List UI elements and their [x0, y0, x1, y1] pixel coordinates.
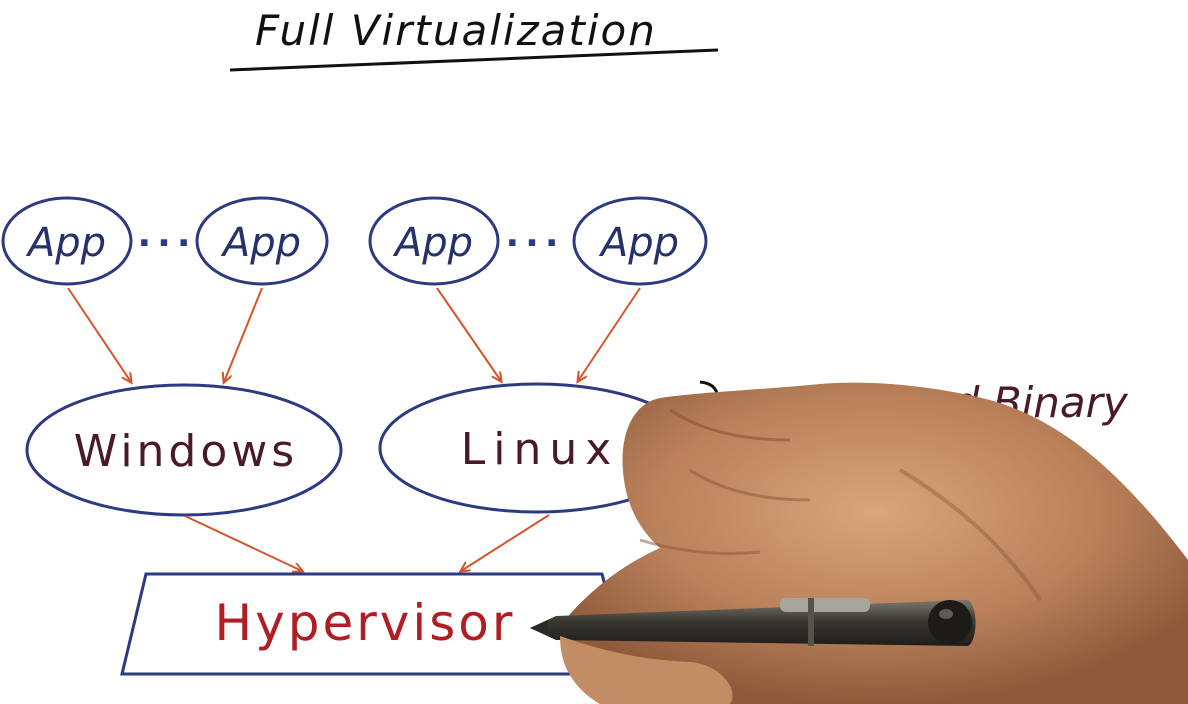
app-label: App — [25, 220, 106, 266]
title-underline — [229, 48, 719, 72]
linux-node: Linux — [378, 382, 696, 514]
arrow-windows-hypervisor — [184, 515, 302, 571]
pen-image — [530, 598, 976, 646]
app-label: App — [220, 220, 301, 266]
app-label: App — [392, 220, 473, 266]
app-node-2: App — [195, 196, 329, 286]
linux-label: Linux — [461, 424, 620, 475]
arrow-app1-windows — [67, 287, 131, 382]
app-label: App — [598, 220, 679, 266]
windows-label: Windows — [74, 426, 298, 477]
app-node-1: App — [1, 196, 133, 286]
arrow-app2-windows — [224, 287, 263, 382]
arrow-linux-hypervisor — [461, 514, 550, 571]
app-ellipsis: ... — [137, 214, 196, 255]
app-node-4: App — [572, 196, 708, 286]
diagram-title: Full Virtualization — [255, 6, 657, 55]
app-node-3: App — [368, 196, 500, 286]
hypervisor-label: Hypervisor — [215, 594, 516, 652]
arrow-app4-linux — [578, 287, 641, 381]
windows-node: Windows — [25, 383, 343, 517]
drawing-hand-image — [530, 382, 1188, 704]
app-ellipsis-2: ... — [505, 214, 564, 255]
arrow-app3-linux — [436, 287, 501, 381]
